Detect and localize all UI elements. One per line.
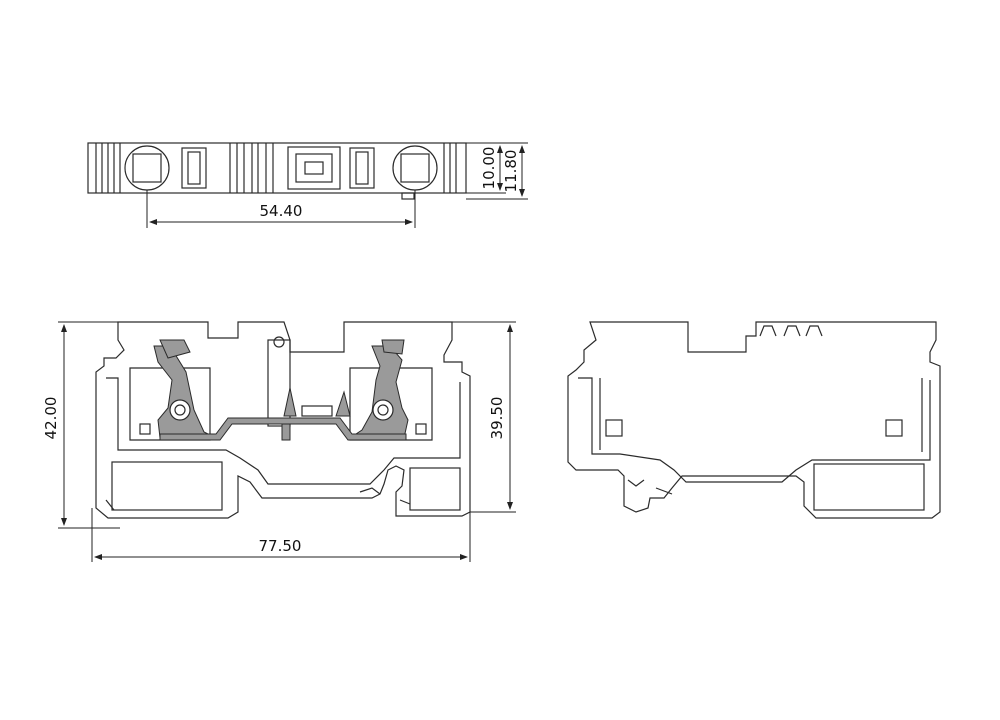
top-left-slot xyxy=(181,147,207,189)
front-foot-detail-3 xyxy=(359,487,381,495)
top-left-screw-square xyxy=(132,153,162,183)
front-left-square xyxy=(139,423,151,435)
rear-foot-detail-1 xyxy=(627,479,645,487)
top-center-socket-pin xyxy=(304,161,324,175)
front-right-square xyxy=(415,423,427,435)
front-left-spring-eye-inner xyxy=(174,404,186,416)
front-view xyxy=(95,321,471,519)
top-bottom-tab xyxy=(401,192,415,200)
rear-foot-right xyxy=(813,463,925,511)
front-right-spring xyxy=(348,345,409,439)
front-inner-profile xyxy=(106,377,461,485)
top-right-slot xyxy=(349,147,375,189)
front-center-wedge-left xyxy=(283,387,297,417)
top-left-grooves xyxy=(95,143,121,193)
rear-top-notch-1 xyxy=(759,325,777,337)
rear-view xyxy=(567,321,941,519)
top-left-slot-inner xyxy=(187,151,201,185)
front-center-slot xyxy=(301,405,333,417)
rear-foot-detail-2 xyxy=(655,487,673,495)
rear-left-square xyxy=(605,419,623,437)
front-right-spring-eye-inner xyxy=(377,404,389,416)
front-left-lever xyxy=(159,339,191,359)
front-center-post-head xyxy=(273,336,285,348)
front-width-label: 77.50 xyxy=(259,537,302,555)
rear-outer-profile xyxy=(567,321,941,519)
front-center-post xyxy=(267,339,291,427)
front-body-label: 39.50 xyxy=(488,397,506,440)
front-busbar xyxy=(159,417,407,441)
front-dimensions: 42.00 39.50 77.50 xyxy=(42,321,516,562)
top-right-screw-opening xyxy=(392,145,438,191)
front-foot-detail-2 xyxy=(399,499,411,505)
top-right-screw-square xyxy=(400,153,430,183)
rear-right-square xyxy=(885,419,903,437)
front-foot-detail-1 xyxy=(105,499,115,511)
top-right-slot-inner xyxy=(355,151,369,185)
top-width-label: 54.40 xyxy=(260,202,303,220)
top-height-outer-label: 11.80 xyxy=(502,150,520,193)
front-test-pin xyxy=(281,423,291,441)
top-left-screw-opening xyxy=(124,145,170,191)
rear-inner-profile xyxy=(578,377,931,483)
front-height-label: 42.00 xyxy=(42,397,60,440)
top-center-socket xyxy=(287,146,341,190)
rear-top-notch-3 xyxy=(805,325,823,337)
top-right-grooves xyxy=(443,143,457,193)
front-center-wedge-right xyxy=(335,390,351,417)
front-foot-left xyxy=(111,461,223,511)
top-center-grooves xyxy=(229,143,274,193)
front-left-spring xyxy=(153,345,217,439)
rear-top-notch-2 xyxy=(783,325,801,337)
top-height-inner-label: 10.00 xyxy=(480,147,498,190)
top-center-socket-inner xyxy=(295,153,333,183)
front-foot-right xyxy=(409,467,461,511)
top-view-outline xyxy=(87,142,467,194)
front-right-lever xyxy=(381,339,405,355)
top-view: 54.40 10.00 11.80 xyxy=(87,142,528,228)
